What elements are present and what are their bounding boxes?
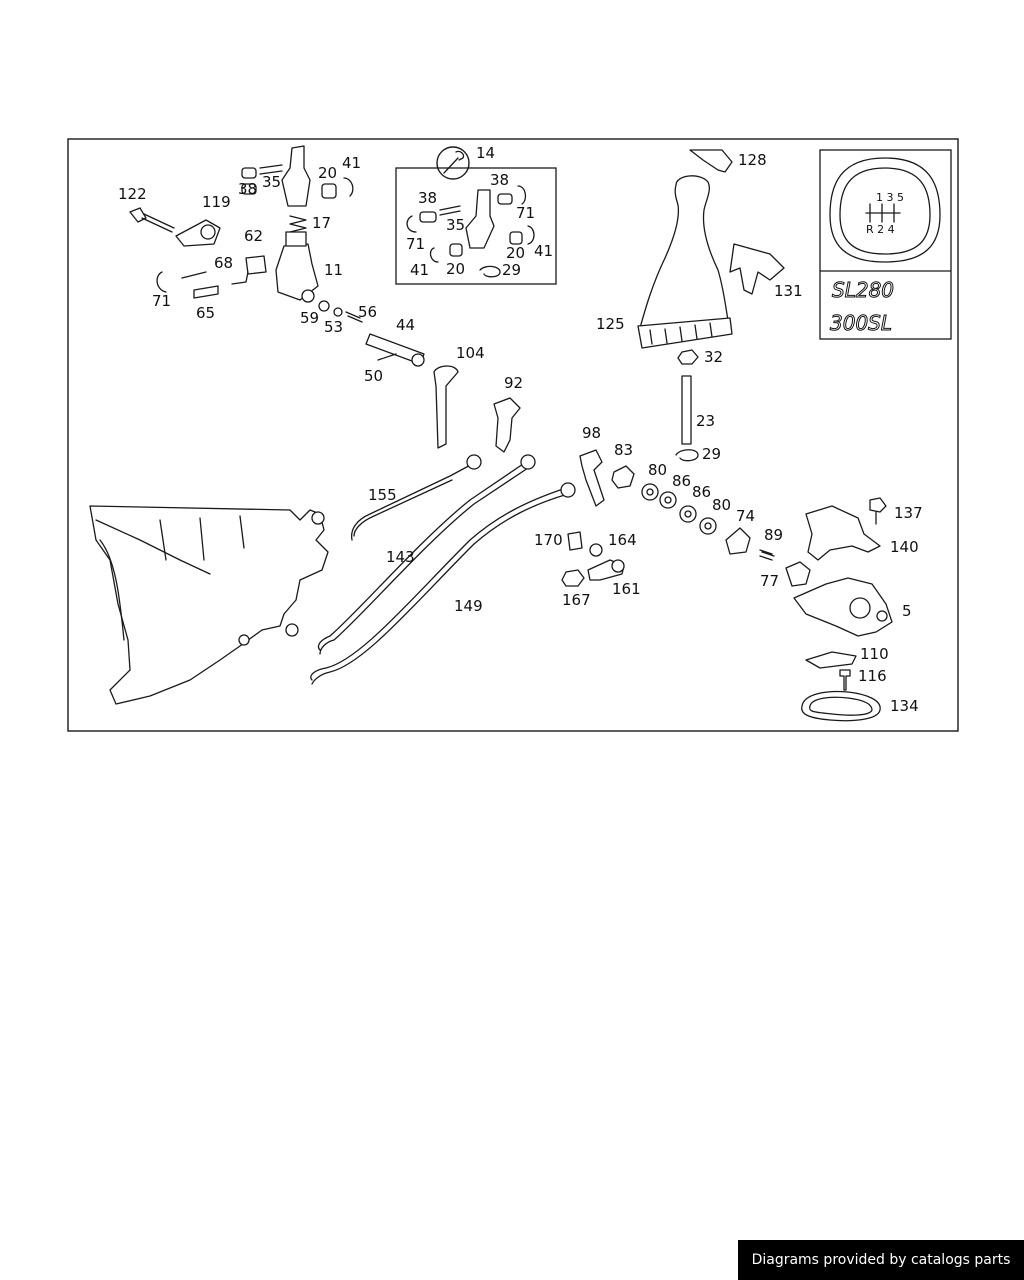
part-125-shift-boot [637, 175, 733, 349]
part-98-lever [579, 449, 605, 507]
callout-29b: 29 [702, 445, 721, 463]
callout-71a: 71 [152, 292, 171, 310]
callout-20c: 20 [446, 260, 465, 278]
part-44-rod [365, 333, 425, 367]
shift-linkage-group-left [129, 145, 363, 323]
callout-68: 68 [214, 254, 233, 272]
callout-86a: 86 [672, 472, 691, 490]
part-164-bush [589, 543, 603, 557]
callout-74: 74 [736, 507, 755, 525]
shift-pattern-top-gears: 1 3 5 [876, 191, 904, 204]
part-89-spring [759, 549, 775, 561]
callout-119: 119 [202, 193, 231, 211]
part-149-rod [310, 487, 567, 681]
part-92-lever [493, 397, 521, 453]
callout-71b: 71 [516, 204, 535, 222]
badge-300sl: 300SL [830, 311, 892, 335]
transmission-housing [89, 505, 329, 705]
callout-98: 98 [582, 424, 601, 442]
callout-41c: 41 [410, 261, 429, 279]
part-167-nut [561, 569, 585, 587]
part-74-plate [725, 527, 751, 555]
inset-parts [406, 185, 535, 278]
callout-32: 32 [704, 348, 723, 366]
callout-17: 17 [312, 214, 331, 232]
shift-pattern-bottom-gears: R 2 4 [866, 223, 895, 236]
callout-110: 110 [860, 645, 889, 663]
part-77-bushing [785, 561, 811, 587]
callout-50: 50 [364, 367, 383, 385]
callout-11: 11 [324, 261, 343, 279]
callout-44: 44 [396, 316, 415, 334]
callout-167: 167 [562, 591, 591, 609]
callout-89: 89 [764, 526, 783, 544]
callout-131: 131 [774, 282, 803, 300]
callout-5: 5 [902, 602, 912, 620]
part-23-shift-rod [681, 375, 692, 445]
callout-161: 161 [612, 580, 641, 598]
detail-inset-box [395, 167, 557, 285]
callout-86b: 86 [692, 483, 711, 501]
part-131-bracket [729, 243, 785, 295]
wrench-icon [436, 146, 470, 180]
part-83-bushing [611, 465, 635, 489]
callout-38b: 38 [490, 171, 509, 189]
callout-92: 92 [504, 374, 523, 392]
catalog-credit-text: Diagrams provided by catalogs parts [751, 1252, 1011, 1268]
badge-sl280: SL280 [832, 278, 894, 302]
callout-53: 53 [324, 318, 343, 336]
callout-80b: 80 [712, 496, 731, 514]
callout-164: 164 [608, 531, 637, 549]
callout-143: 143 [386, 548, 415, 566]
callout-35b: 35 [446, 216, 465, 234]
diagram-frame [67, 138, 959, 732]
callout-20b: 20 [506, 244, 525, 262]
part-116-screw [839, 669, 851, 691]
part-32-nut [677, 349, 699, 365]
catalog-credit-footer: Diagrams provided by catalogs parts [738, 1240, 1024, 1280]
callout-128: 128 [738, 151, 767, 169]
callout-20a: 20 [318, 164, 337, 182]
callout-56: 56 [358, 303, 377, 321]
callout-125: 125 [596, 315, 625, 333]
callout-170: 170 [534, 531, 563, 549]
callout-122: 122 [118, 185, 147, 203]
shift-pattern-panel [819, 149, 952, 340]
callout-29a: 29 [502, 261, 521, 279]
part-5-shift-base [793, 577, 893, 637]
part-143-rod [317, 461, 527, 651]
part-110-gasket [805, 651, 857, 669]
part-170-clip [567, 531, 583, 551]
callout-83: 83 [614, 441, 633, 459]
callout-104: 104 [456, 344, 485, 362]
callout-35a: 35 [262, 173, 281, 191]
callout-38a: 38 [238, 180, 257, 198]
callout-116: 116 [858, 667, 887, 685]
callout-137: 137 [894, 504, 923, 522]
callout-65: 65 [196, 304, 215, 322]
callout-59: 59 [300, 309, 319, 327]
callout-23: 23 [696, 412, 715, 430]
part-137-bolt [869, 497, 887, 513]
callout-77: 77 [760, 572, 779, 590]
part-140-bracket [805, 505, 881, 561]
callout-155: 155 [368, 486, 397, 504]
callout-62: 62 [244, 227, 263, 245]
callout-71c: 71 [406, 235, 425, 253]
callout-140: 140 [890, 538, 919, 556]
part-155-rod [350, 461, 477, 541]
callout-134: 134 [890, 697, 919, 715]
part-128-knob-cap [689, 149, 733, 173]
callout-80a: 80 [648, 461, 667, 479]
part-29-clip [675, 449, 699, 462]
part-104-lever [433, 365, 459, 449]
part-134-seal [801, 690, 881, 722]
callout-38c: 38 [418, 189, 437, 207]
callout-149: 149 [454, 597, 483, 615]
callout-41a: 41 [342, 154, 361, 172]
callout-14: 14 [476, 144, 495, 162]
callout-41b: 41 [534, 242, 553, 260]
